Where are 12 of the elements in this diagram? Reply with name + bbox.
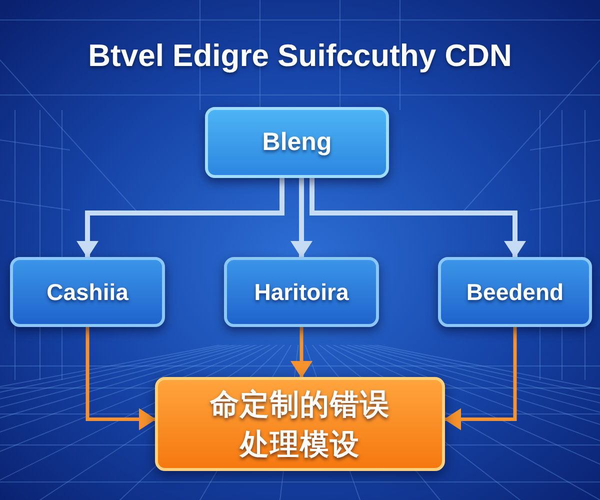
- arrow: [310, 178, 526, 258]
- arrow: [86, 327, 156, 430]
- arrow: [444, 327, 517, 430]
- process-box: Beedend: [438, 257, 592, 327]
- process-box: 命定制的错误处理模设: [155, 377, 445, 471]
- arrow: [290, 178, 312, 258]
- process-box: Cashiia: [10, 257, 165, 327]
- arrow: [76, 178, 284, 258]
- process-box: Bleng: [205, 107, 389, 178]
- title: Btvel Edigre Suifccuthy CDN: [87, 38, 513, 74]
- process-box: Haritoira: [224, 257, 379, 327]
- arrow: [290, 327, 312, 378]
